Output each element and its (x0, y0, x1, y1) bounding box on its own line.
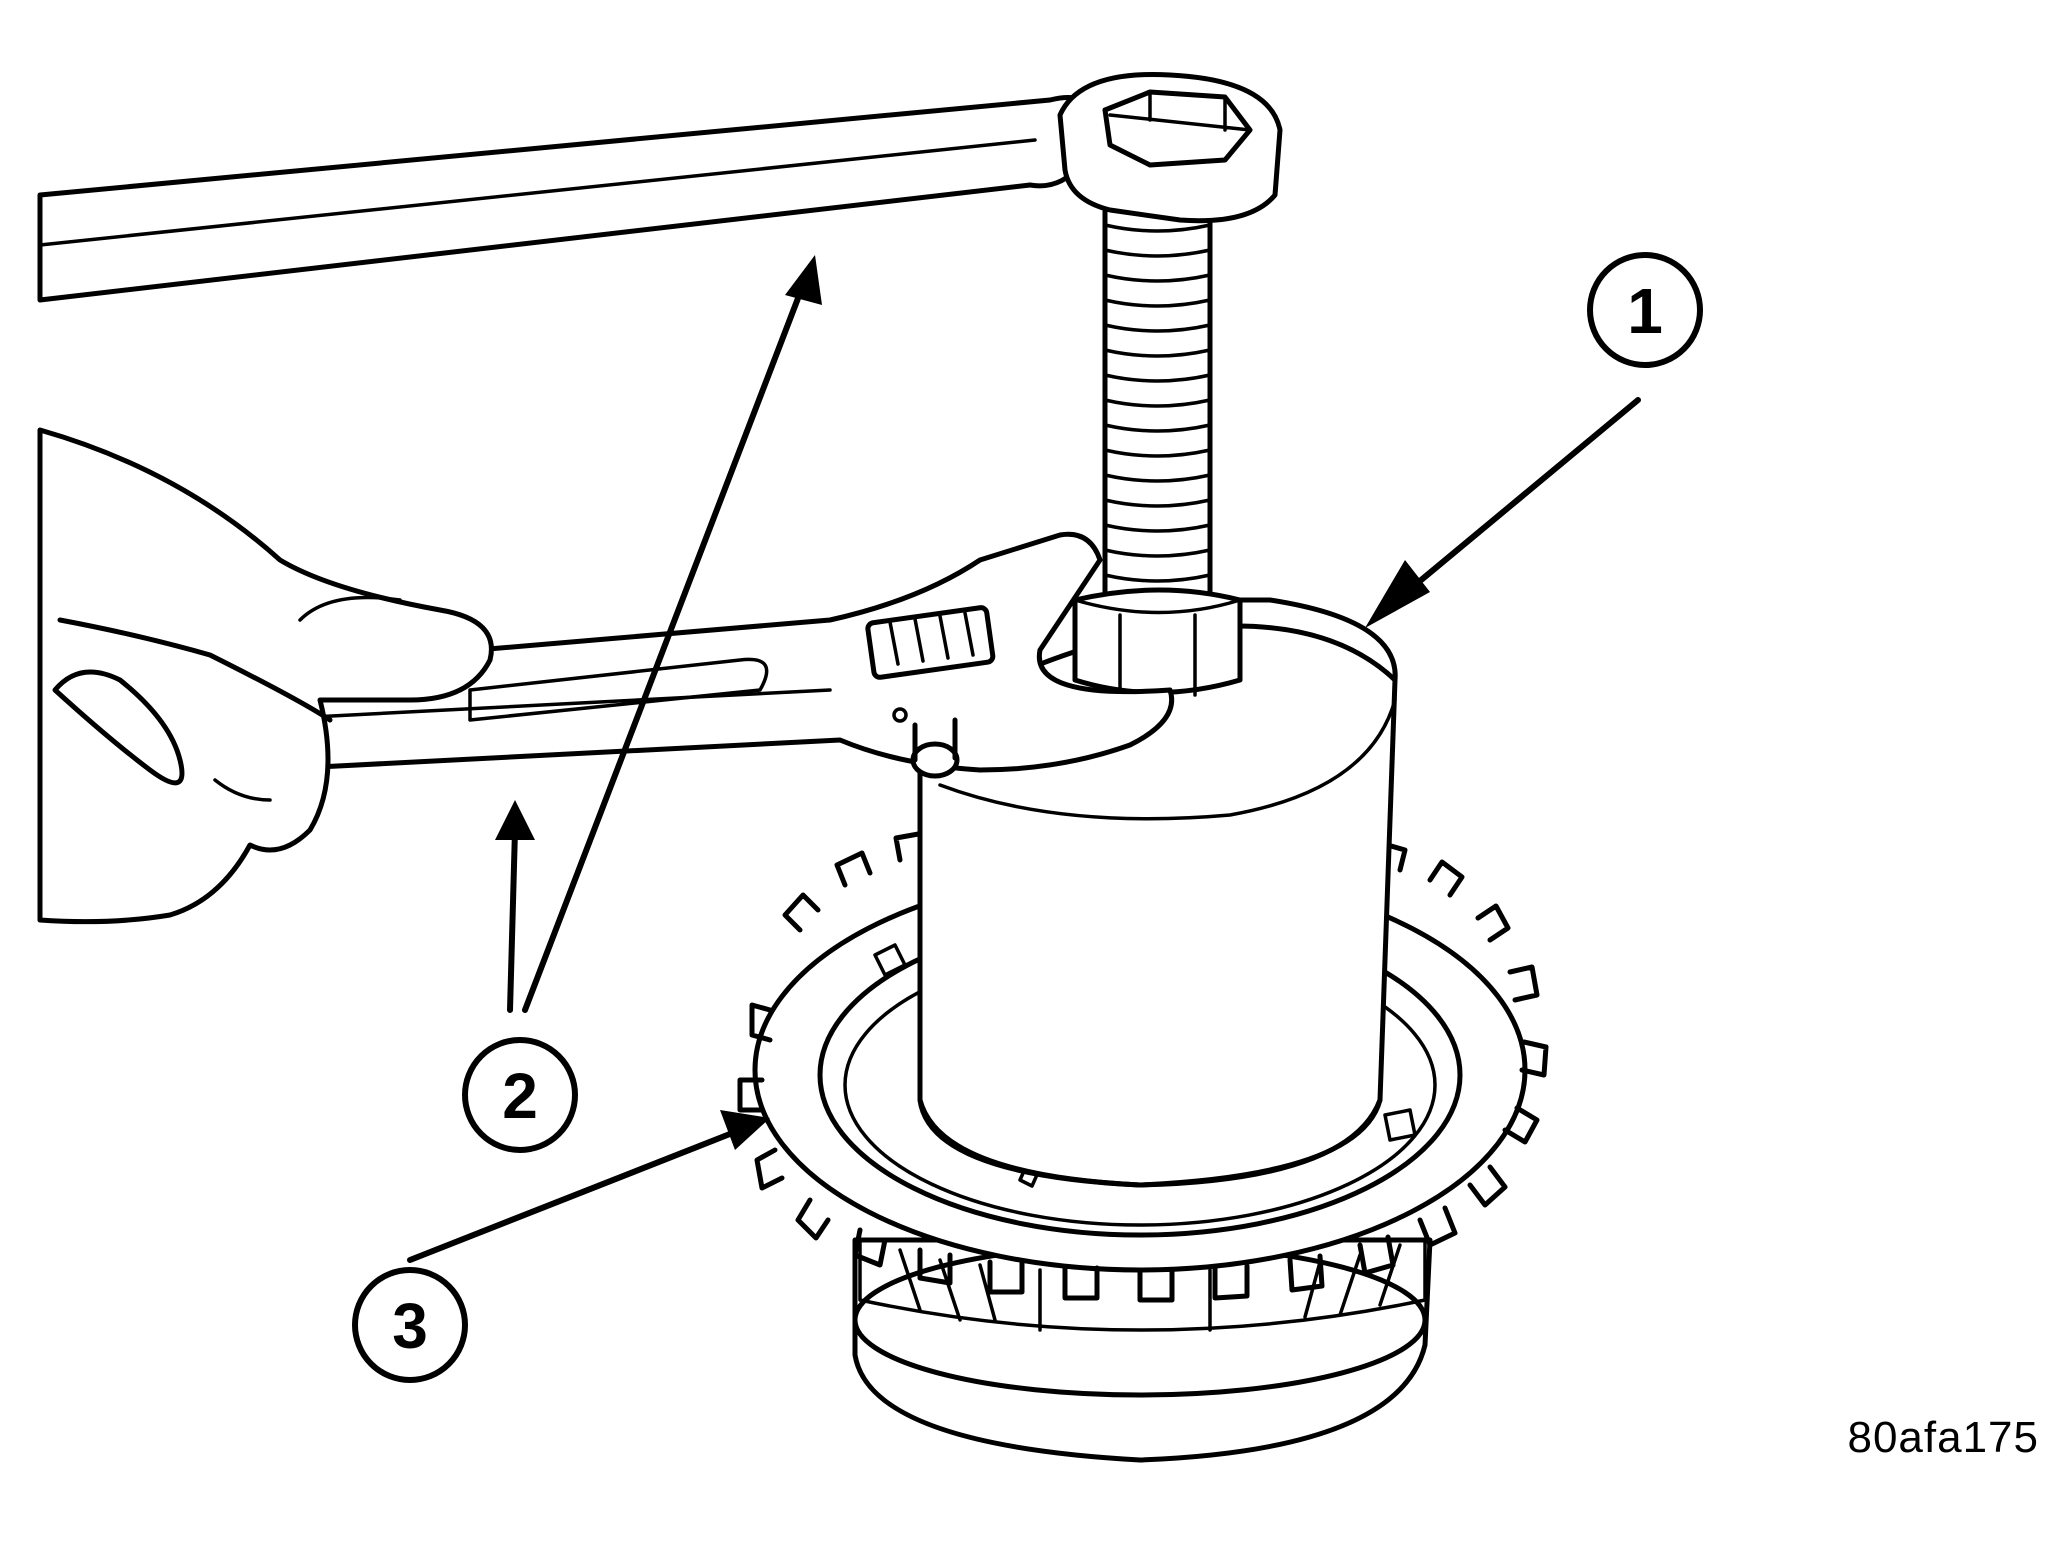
leader-arrows (407, 255, 1641, 1263)
figure-code: 80afa175 (1847, 1413, 2039, 1462)
callout-1: 1 (1587, 252, 1703, 368)
callout-3-label: 3 (392, 1290, 428, 1362)
callout-3: 3 (352, 1267, 468, 1383)
callout-1-label: 1 (1627, 275, 1663, 347)
callout-2: 2 (462, 1037, 578, 1153)
forcing-screw (1072, 202, 1243, 697)
callout-2-label: 2 (502, 1060, 538, 1132)
box-end-wrench (37, 72, 1283, 303)
hand (37, 427, 494, 925)
adjustable-wrench (225, 531, 1175, 779)
